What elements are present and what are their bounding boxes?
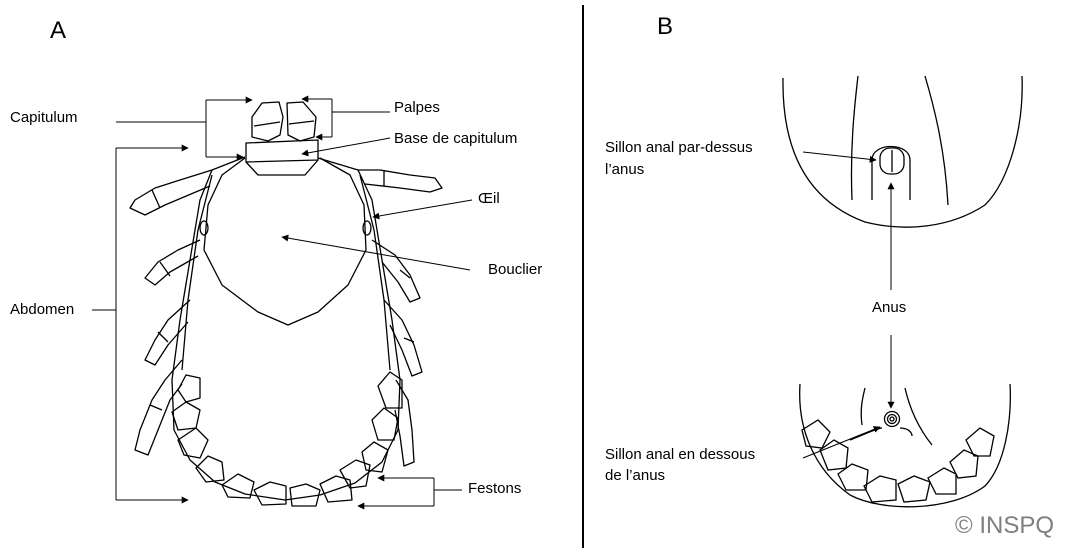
- label-anus: Anus: [872, 299, 907, 316]
- label-capitulum: Capitulum: [10, 109, 78, 126]
- legs-right: [358, 169, 443, 467]
- label-sillon-dessus-line2: l’anus: [605, 161, 645, 178]
- basis-capituli-drawing: [245, 139, 319, 176]
- label-bouclier: Bouclier: [488, 261, 543, 278]
- label-sillon-dessus-line1: Sillon anal par-dessus: [605, 139, 753, 156]
- label-base-capitulum: Base de capitulum: [394, 130, 518, 147]
- bouclier-leader: [281, 234, 471, 271]
- tick-drawing: [129, 101, 443, 507]
- copyright-notice: © INSPQ: [955, 512, 1055, 539]
- ventral-prostriata: [782, 75, 1023, 228]
- panel-b-leaders: [802, 151, 895, 459]
- label-palpes: Palpes: [394, 99, 440, 116]
- abdomen-bracket: [92, 148, 117, 500]
- festons-bracket: [433, 478, 462, 506]
- sillon-dessus-leader: [802, 151, 877, 163]
- body-outline: [171, 156, 401, 501]
- panel-a-letter: A: [50, 17, 67, 44]
- oeil-leader: [372, 199, 473, 220]
- legs-left: [129, 169, 213, 456]
- label-festons: Festons: [468, 480, 522, 497]
- festoons-drawing: [171, 371, 403, 507]
- label-oeil: Œil: [478, 190, 500, 207]
- label-sillon-dessous-line2: de l’anus: [605, 467, 666, 484]
- festoons-b: [801, 419, 995, 503]
- palps-drawing: [251, 101, 317, 142]
- palpes-bracket: [331, 99, 390, 137]
- label-sillon-dessous-line1: Sillon anal en dessous: [605, 446, 756, 463]
- ventral-metastriata: [799, 383, 1011, 508]
- panel-b-letter: B: [657, 13, 674, 40]
- anal-groove-below: [849, 427, 913, 441]
- label-abdomen: Abdomen: [10, 301, 75, 318]
- panel-a-leaders: [92, 95, 473, 510]
- sillon-dessous-leader: [802, 426, 881, 459]
- capitulum-bracket: [116, 99, 252, 158]
- base-capitulum-leader: [301, 137, 391, 157]
